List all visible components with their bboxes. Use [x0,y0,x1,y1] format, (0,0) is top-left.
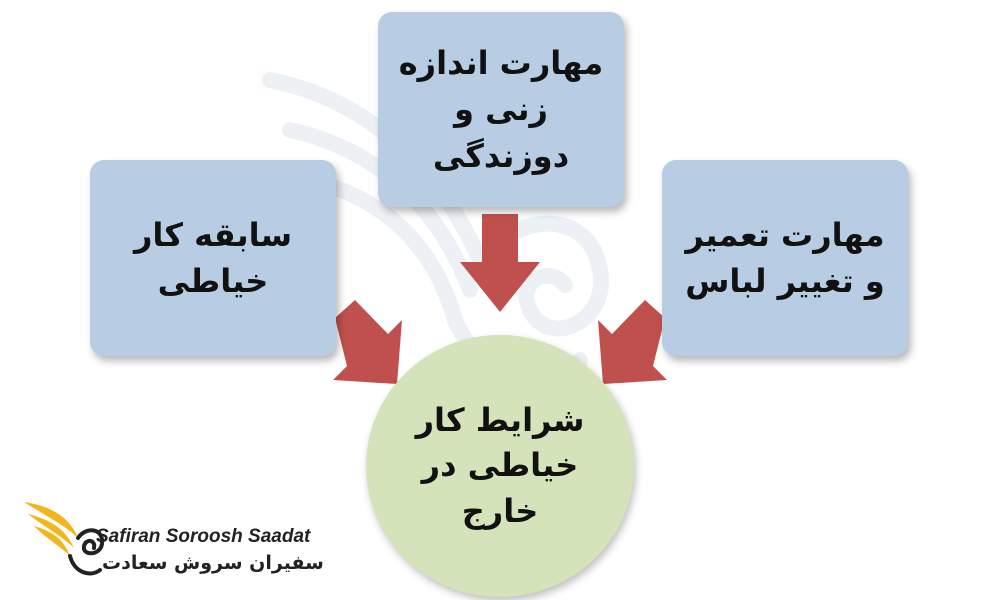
left-box-text: سابقه کار خیاطی [133,215,293,300]
logo-name-fa: سفیران سروش سعادت [102,552,324,574]
right-box: مهارت تعمیر و تغییر لباس [662,160,908,356]
top-box: مهارت اندازه زنی و دوزندگی [378,12,624,207]
company-logo: Safiran Soroosh Saadat سفیران سروش سعادت [22,498,324,588]
swan-wing-logo-icon [24,502,105,576]
top-box-text: مهارت اندازه زنی و دوزندگی [398,43,604,175]
center-circle-text: شرایط کار خیاطی در خارج [415,400,585,530]
center-circle: شرایط کار خیاطی در خارج [366,335,634,597]
left-box: سابقه کار خیاطی [90,160,336,356]
right-box-text: مهارت تعمیر و تغییر لباس [685,215,885,300]
logo-name-en: Safiran Soroosh Saadat [96,526,311,547]
